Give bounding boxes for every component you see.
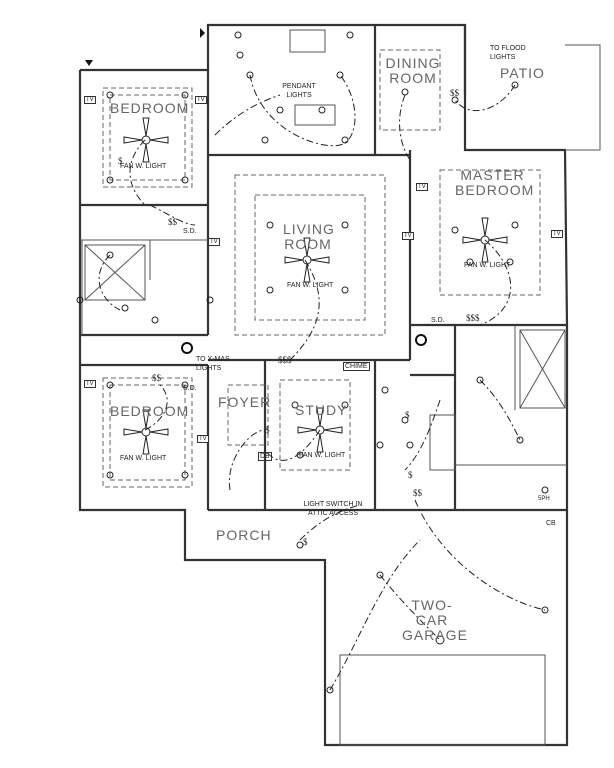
smoke-detectors xyxy=(181,334,427,354)
light-fixtures xyxy=(76,31,549,694)
smoke-detector-label-1: S.D. xyxy=(183,228,197,235)
room-label-garage: TWO-CAR GARAGE xyxy=(402,597,468,643)
doorbell-label: DB xyxy=(258,452,272,461)
switch-symbol: $$ xyxy=(168,217,177,227)
room-label-bedroom-1: BEDROOM xyxy=(110,100,190,116)
fan-label-study: FAN W. LIGHT xyxy=(299,452,346,459)
fan-label-bedroom-1: FAN W. LIGHT xyxy=(120,163,167,170)
switch-symbol: $$ xyxy=(152,373,161,383)
room-label-patio: PATIO xyxy=(500,65,545,81)
breaker-label: CB xyxy=(546,520,556,527)
room-label-foyer: FOYER xyxy=(218,394,272,410)
switch-symbol: $$ xyxy=(450,88,459,98)
switch-symbol: $ xyxy=(408,470,413,480)
smoke-detector-label-2: S.D. xyxy=(183,385,197,392)
room-label-porch: PORCH xyxy=(216,527,272,543)
ups-label: 5PH xyxy=(538,496,550,502)
note-pendant-lights: PENDANT LIGHTS xyxy=(282,83,316,99)
switch-symbol: $$$ xyxy=(466,313,480,323)
ceiling-fans xyxy=(123,117,508,455)
tv-outlet: TV xyxy=(208,238,220,246)
wiring-runs xyxy=(98,74,546,691)
fan-label-living: FAN W. LIGHT xyxy=(287,282,334,289)
switch-symbol: $ xyxy=(405,410,410,420)
north-markers xyxy=(85,28,205,66)
room-label-living-room: LIVING ROOM xyxy=(283,221,335,252)
fan-label-bedroom-2: FAN W. LIGHT xyxy=(120,455,167,462)
fan-label-master: FAN W. LIGHT xyxy=(464,262,511,269)
switch-symbol: $$ xyxy=(413,488,422,498)
room-label-dining: DINING ROOM xyxy=(385,55,441,86)
note-flood-lights: TO FLOOD LIGHTS xyxy=(490,45,526,61)
room-label-master-bedroom: MASTER BEDROOM xyxy=(455,167,535,198)
room-label-bedroom-2: BEDROOM xyxy=(110,403,190,419)
tv-outlet: TV xyxy=(416,183,428,191)
switch-symbol: $ xyxy=(118,156,123,166)
tv-outlet: TV xyxy=(84,96,96,104)
note-attic-switch: LIGHT SWITCH IN ATTIC ACCESS xyxy=(303,501,363,517)
tv-outlet: TV xyxy=(84,380,96,388)
smoke-detector-label-3: S.D. xyxy=(431,317,445,324)
switch-symbol: $ xyxy=(303,537,308,547)
tv-outlet: TV xyxy=(195,96,207,104)
switch-symbol: $ xyxy=(265,425,270,435)
tv-outlet: TV xyxy=(197,435,209,443)
tv-outlet: TV xyxy=(402,232,414,240)
tv-outlet: TV xyxy=(551,230,563,238)
switch-symbol: $$$ xyxy=(278,355,292,365)
room-label-study: STUDY xyxy=(295,402,348,418)
chime-label: CHIME xyxy=(343,362,370,371)
note-xmas-lights: TO X-MAS LIGHTS xyxy=(196,356,230,372)
